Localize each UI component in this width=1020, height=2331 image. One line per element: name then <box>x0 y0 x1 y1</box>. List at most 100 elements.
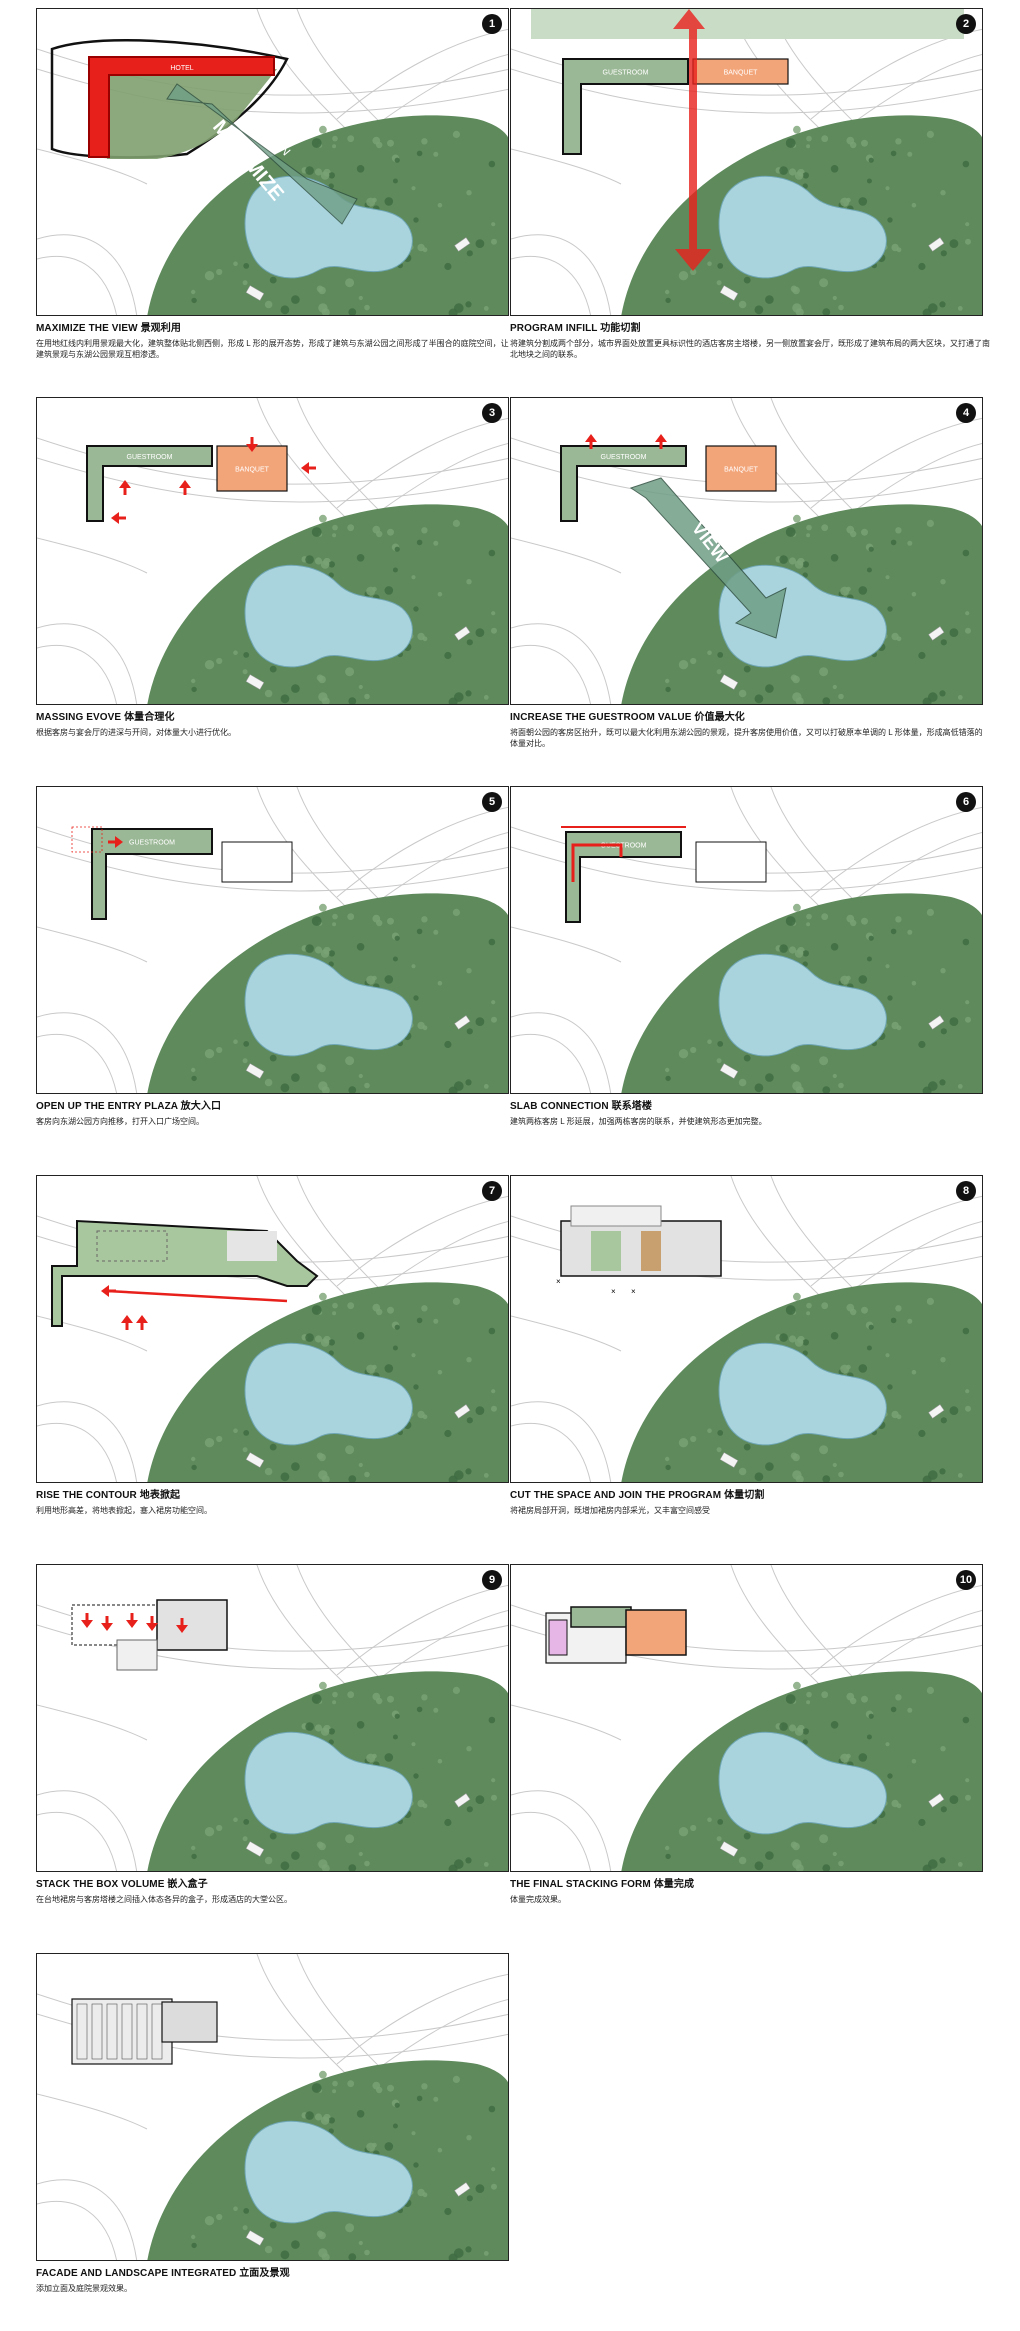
tree-dot <box>305 1722 314 1731</box>
tree-dot <box>243 2208 250 2214</box>
tree-dot <box>421 916 428 923</box>
tree-dot <box>765 295 774 304</box>
road-line <box>511 1012 612 1093</box>
tree-dot <box>491 238 497 245</box>
tree-dot <box>444 1429 452 1438</box>
tree-dot <box>421 527 428 534</box>
tree-dot <box>316 1841 324 1849</box>
tree-dot <box>885 1742 890 1747</box>
tree-dot <box>332 135 338 142</box>
tree-dot <box>743 1443 751 1451</box>
pavilion <box>928 1793 945 1808</box>
site-base <box>37 398 508 704</box>
tree-dot <box>965 1000 970 1005</box>
tree-dot <box>483 2251 489 2256</box>
lake <box>244 2120 413 2224</box>
tree-dot <box>965 1016 971 1023</box>
tree-dot <box>191 1853 197 1860</box>
lake <box>718 564 887 668</box>
tree-dot <box>858 586 868 595</box>
tree-dot <box>321 1086 330 1093</box>
tree-dot <box>358 1851 363 1857</box>
tree-dot <box>191 1845 196 1851</box>
road-line <box>37 234 138 315</box>
panel-caption: MAXIMIZE THE VIEW 景观利用在用地红线内利用景观最大化，建筑整体… <box>36 323 516 360</box>
tree-dot <box>392 1345 398 1351</box>
panel-number-badge: 10 <box>956 1570 976 1590</box>
tree-dot <box>785 1305 796 1315</box>
tree-dot <box>291 684 300 693</box>
tree-dot <box>483 1473 489 1478</box>
tree-dot <box>830 1332 839 1340</box>
road-line <box>336 417 508 509</box>
tree-dot <box>743 1054 751 1062</box>
tree-dot <box>838 693 844 700</box>
tree-dot <box>416 150 423 157</box>
tree-dot <box>665 678 670 684</box>
tree-dot <box>216 268 223 276</box>
tree-dot <box>347 913 355 921</box>
tree-dot <box>779 1722 788 1731</box>
road-line <box>511 1790 612 1871</box>
tree-dot <box>437 980 443 986</box>
tree-dot <box>466 1746 472 1752</box>
tree-dot <box>738 300 747 309</box>
caption-title: INCREASE THE GUESTROOM VALUE 价值最大化 <box>510 712 745 723</box>
panel-caption: CUT THE SPACE AND JOIN THE PROGRAM 体量切割将… <box>510 1490 990 1516</box>
tree-dot <box>707 261 712 266</box>
tree-dot <box>488 160 496 168</box>
tree-dot <box>806 1700 811 1705</box>
tree-dot <box>475 1406 485 1415</box>
tree-dot <box>940 1417 947 1424</box>
tree-dot <box>491 1000 496 1005</box>
tree-dot <box>475 239 485 249</box>
panel-drawing <box>511 1565 982 1871</box>
road-line <box>511 644 592 704</box>
tree-dot <box>466 2195 473 2202</box>
tree-dot <box>962 938 970 946</box>
tree-dot <box>204 2216 215 2226</box>
tree-dot <box>794 1727 804 1736</box>
tree-dot <box>311 2083 322 2093</box>
tree-dot <box>392 956 398 962</box>
red-arrow <box>655 434 667 449</box>
tree-dot <box>743 665 751 673</box>
tree-dot <box>280 1083 290 1093</box>
site-base <box>511 787 982 1093</box>
panel-drawing <box>37 1565 508 1871</box>
panel-number-badge: 9 <box>482 1570 502 1590</box>
tree-dot <box>821 1691 829 1699</box>
tree-dot <box>191 686 197 693</box>
tree-dot <box>332 524 338 531</box>
tree-dot <box>269 2221 277 2229</box>
road-line <box>511 926 622 963</box>
tree-dot <box>264 1467 273 1476</box>
tree-dot <box>387 1306 394 1314</box>
tree-dot <box>858 1753 868 1762</box>
tree-dot <box>411 964 416 969</box>
tree-dot <box>191 2234 196 2240</box>
tree-dot <box>926 1686 934 1694</box>
caption-title: FACADE AND LANDSCAPE INTEGRATED 立面及景观 <box>36 2268 290 2279</box>
tree-dot <box>802 561 809 568</box>
road-line <box>37 2200 118 2260</box>
road-line <box>336 1584 508 1676</box>
red-arrow <box>111 512 126 524</box>
banquet-outline <box>221 841 293 883</box>
tree-dot <box>846 975 851 981</box>
road-line <box>511 846 982 892</box>
tree-dot <box>191 2242 197 2249</box>
tree-dot <box>364 1860 370 1867</box>
courtyard-cut <box>641 1231 661 1271</box>
panel-drawing: GUESTROOM <box>511 787 982 1093</box>
tree-dot <box>765 1073 774 1082</box>
tree-dot <box>356 2110 365 2118</box>
tree-dot <box>665 297 671 304</box>
tree-dot <box>387 1695 394 1703</box>
banquet-label: BANQUET <box>235 467 270 474</box>
tree-dot <box>483 1862 489 1867</box>
tree-dot <box>890 539 897 546</box>
tree-dot <box>466 968 472 974</box>
tree-dot <box>940 579 946 585</box>
tree-dot <box>822 1475 831 1482</box>
